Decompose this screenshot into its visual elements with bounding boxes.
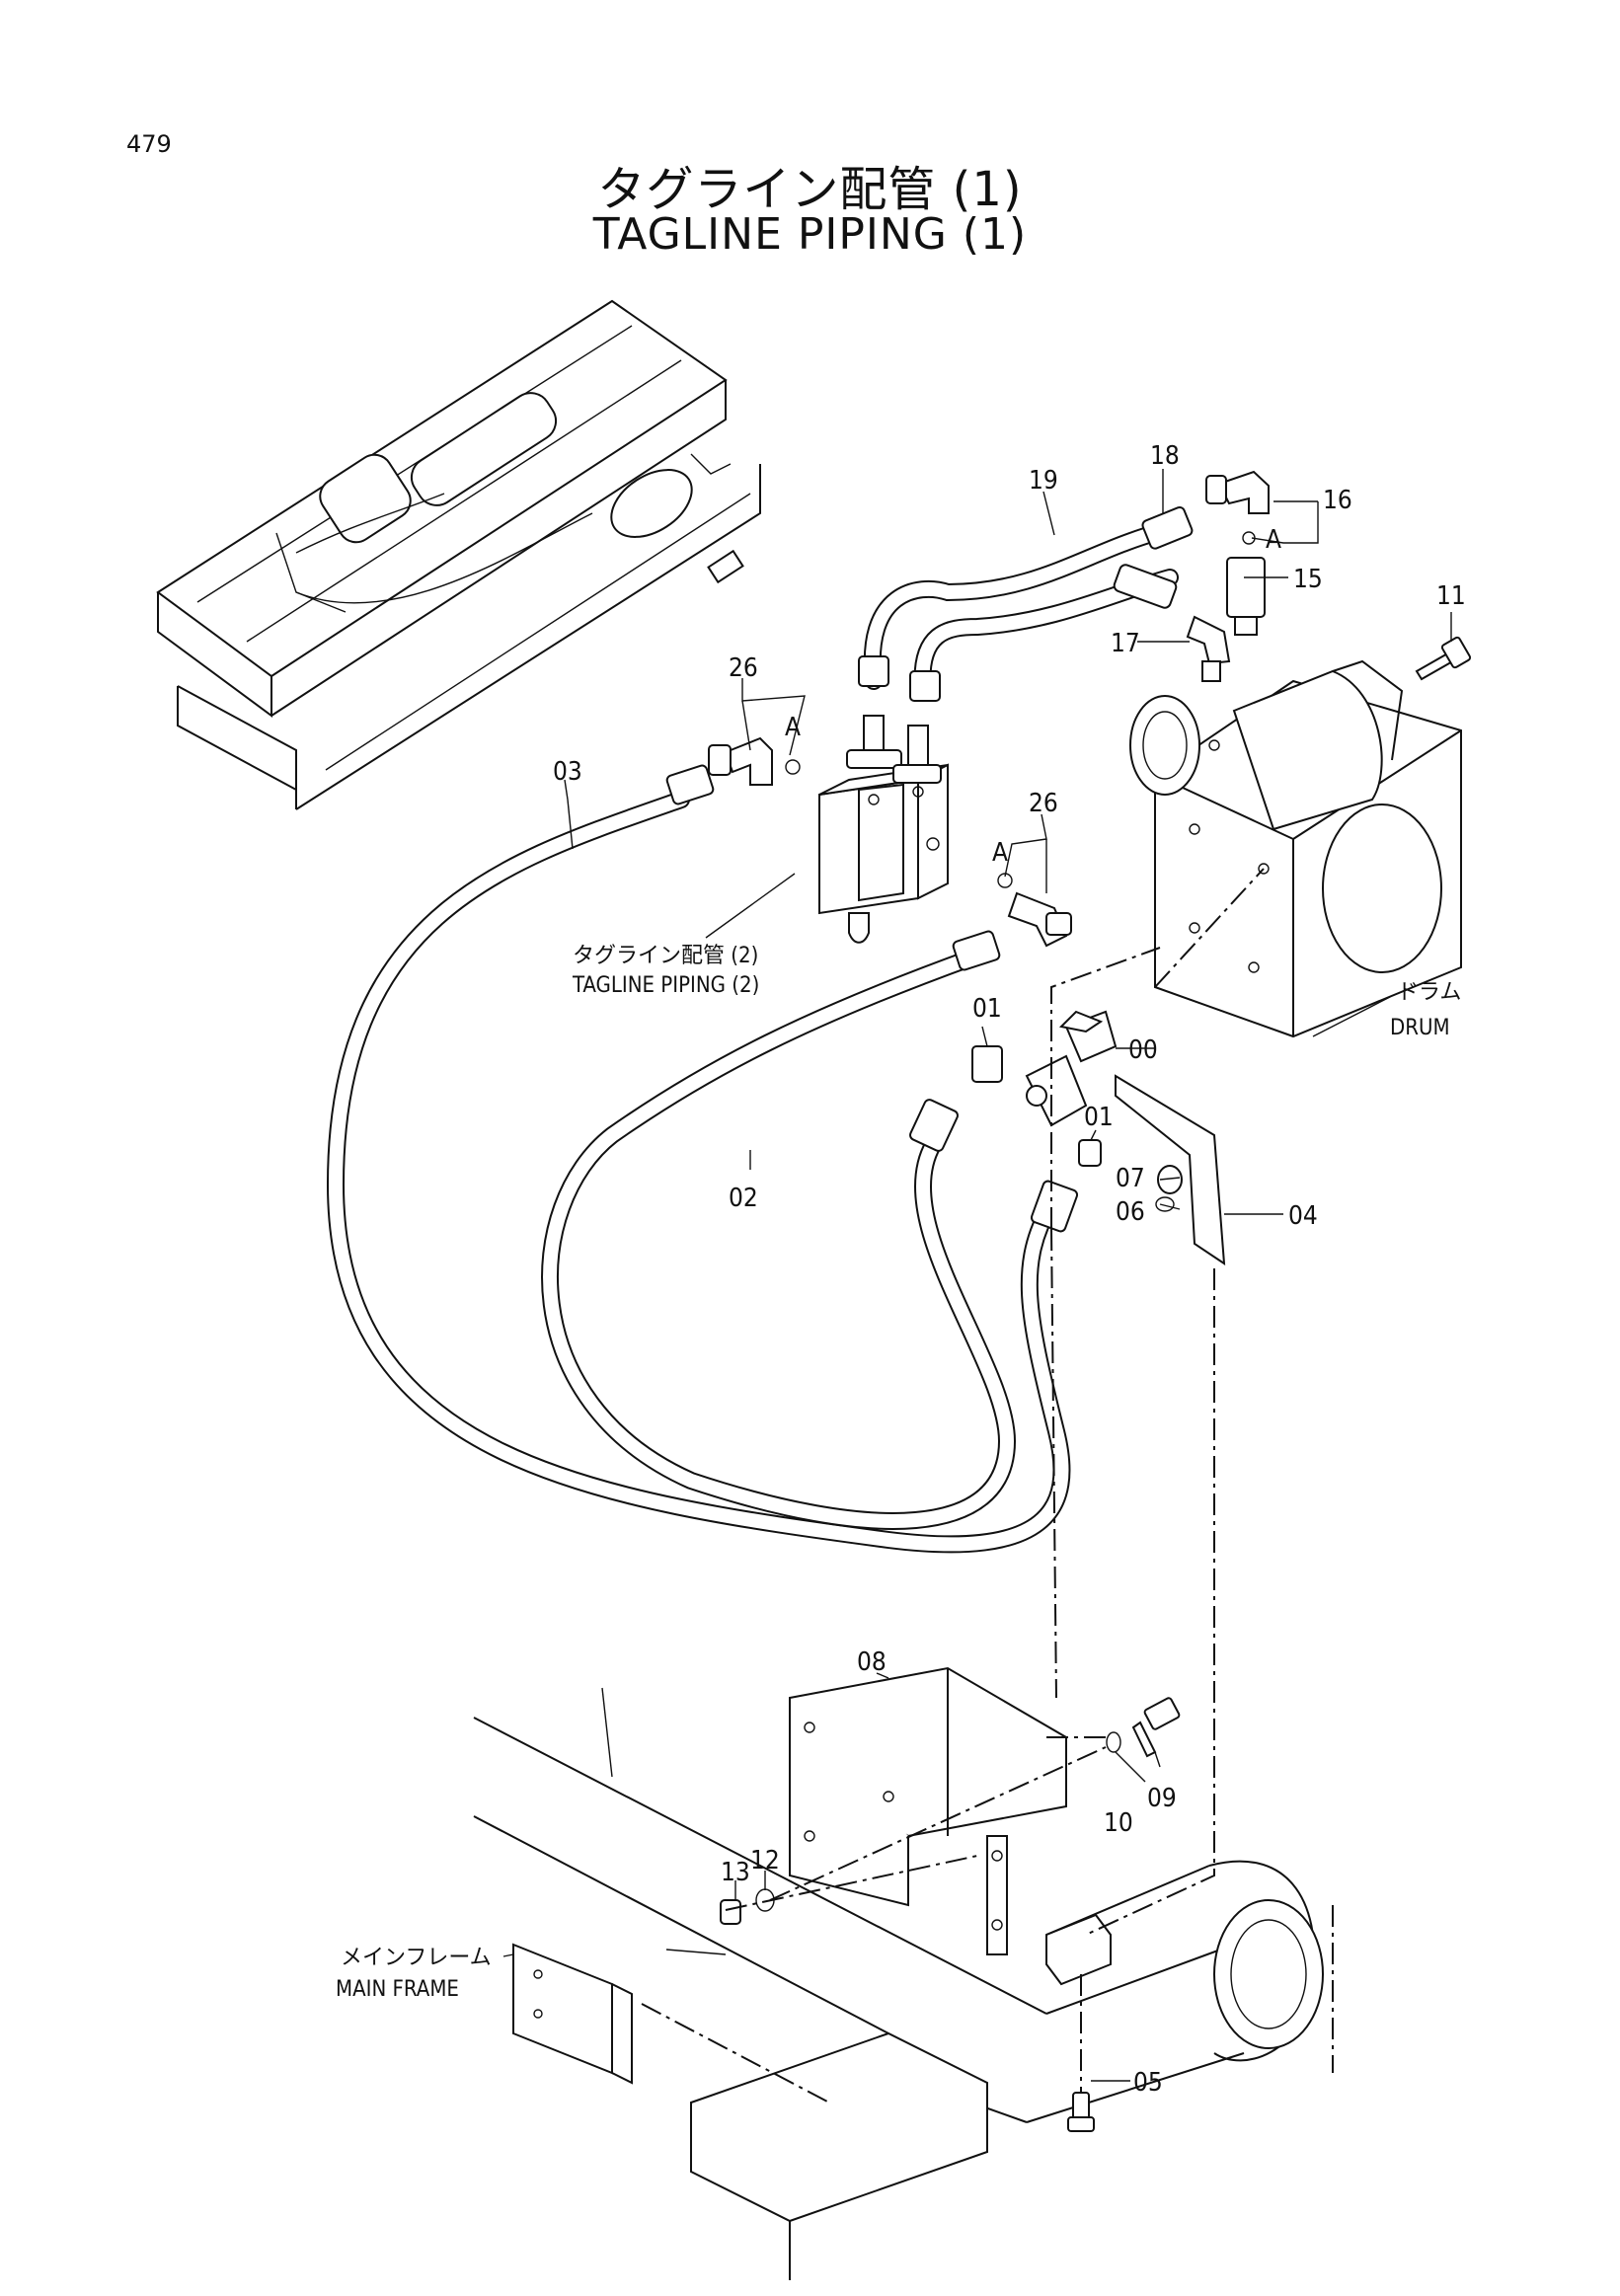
callout-26-lower: 26: [1029, 789, 1058, 818]
caption-drum-en: DRUM: [1390, 1016, 1450, 1040]
drum-assembly: [1129, 659, 1462, 1038]
callout-17: 17: [1111, 629, 1140, 658]
callout-26-upper: 26: [729, 653, 758, 683]
hose-fittings: [665, 505, 1194, 1233]
middle-fittings: [971, 1010, 1226, 1265]
callout-07: 07: [1116, 1164, 1145, 1193]
marker-a-upper: A: [785, 713, 801, 742]
caption-tagline2-jp: タグライン配管 (2): [573, 944, 758, 968]
title-english: TAGLINE PIPING (1): [592, 209, 1028, 260]
callout-15: 15: [1293, 565, 1323, 594]
lower-bracket: [720, 1666, 1181, 1955]
callout-08: 08: [857, 1647, 887, 1677]
callout-06: 06: [1116, 1197, 1145, 1227]
leader-lines: [564, 469, 1452, 2082]
callout-11: 11: [1436, 581, 1466, 611]
upper-fittings: [1113, 470, 1270, 682]
callout-03: 03: [553, 757, 582, 787]
callout-16: 16: [1323, 486, 1352, 515]
caption-mainframe-jp: メインフレーム: [341, 1946, 492, 1970]
callout-18: 18: [1150, 441, 1180, 471]
callout-09: 09: [1147, 1784, 1177, 1813]
valve-block: [818, 763, 949, 944]
callout-02: 02: [729, 1184, 758, 1213]
marker-a-lower: A: [992, 838, 1008, 868]
callout-10: 10: [1104, 1808, 1133, 1838]
center-lines: [641, 868, 1334, 2104]
marker-a-fitting: A: [1266, 525, 1281, 555]
main-frame: [473, 1687, 1324, 2280]
callout-01-upper: 01: [972, 994, 1002, 1024]
callout-13: 13: [721, 1858, 750, 1887]
hoses: [326, 524, 1179, 1554]
callout-05: 05: [1133, 2068, 1163, 2098]
callout-01-lower: 01: [1084, 1103, 1114, 1132]
caption-tagline2-en: TAGLINE PIPING (2): [572, 973, 759, 998]
page-number: 479: [126, 130, 172, 158]
caption-mainframe-en: MAIN FRAME: [336, 1977, 459, 2002]
callout-04: 04: [1288, 1201, 1318, 1231]
callout-19: 19: [1029, 466, 1058, 496]
title-japanese: タグライン配管 (1): [597, 162, 1023, 217]
callout-12: 12: [750, 1846, 780, 1875]
callout-00: 00: [1128, 1035, 1158, 1065]
elbow-fittings: [708, 736, 1072, 948]
tee-fittings: [846, 715, 942, 784]
bolt-11: [1415, 636, 1472, 681]
boom-reference-view: [156, 299, 761, 810]
caption-drum-jp: ドラム: [1397, 980, 1461, 1005]
